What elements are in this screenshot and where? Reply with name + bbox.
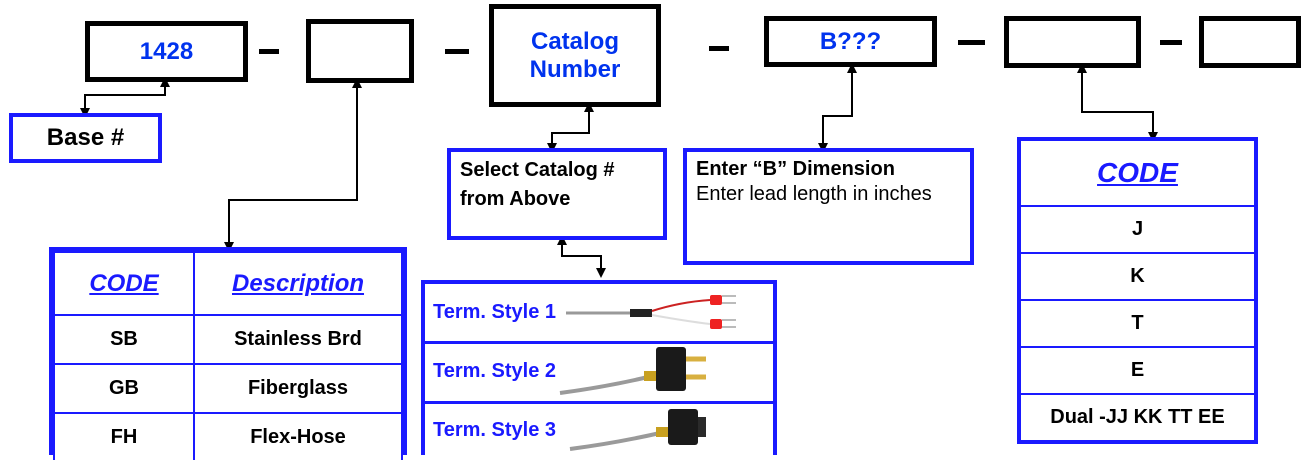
table-row: Dual -JJ KK TT EE (1021, 393, 1254, 440)
last-code-box (1199, 16, 1301, 68)
b-connector (818, 63, 857, 153)
term-style-label: Term. Style 2 (433, 359, 557, 382)
sheath-description-cell: Flex-Hose (193, 412, 403, 460)
code-box (1004, 16, 1141, 68)
separator-dash (958, 40, 985, 45)
sheath-code-box (306, 19, 414, 83)
miniature-plug-image (569, 409, 707, 451)
sheath-table-box: CODE Description SB Stainless Brd GB Fib… (49, 247, 407, 460)
sheath-code-cell: GB (53, 363, 195, 414)
select-catalog-text: Select Catalog # from Above (460, 159, 615, 210)
sheath-connector (224, 78, 362, 252)
catalog-number-box: Catalog Number (489, 4, 661, 107)
standard-plug-image (559, 347, 707, 395)
code-table-header: CODE (1021, 141, 1254, 207)
sheath-header-description: Description (193, 251, 403, 316)
table-row: E (1021, 346, 1254, 395)
code-connector (1077, 63, 1158, 142)
separator-dash (1160, 40, 1182, 45)
base-number-value: 1428 (139, 37, 194, 65)
enter-b-description: Enter lead length in inches (696, 183, 932, 205)
base-label-box: Base # (9, 113, 162, 163)
table-row: GB Fiberglass (53, 363, 403, 414)
code-table-box: CODE J K T E Dual -JJ KK TT EE (1017, 137, 1258, 444)
list-item: Term. Style 3 (425, 401, 773, 459)
separator-dash (709, 46, 729, 51)
select-term-connector (557, 235, 606, 278)
list-item: Term. Style 1 (425, 284, 773, 344)
table-row: T (1021, 299, 1254, 348)
select-catalog-box: Select Catalog # from Above (447, 148, 667, 240)
table-row: J (1021, 205, 1254, 254)
table-row: K (1021, 252, 1254, 301)
sheath-description-cell: Stainless Brd (193, 314, 403, 365)
sheath-header-code: CODE (53, 251, 195, 316)
sheath-table: CODE Description SB Stainless Brd GB Fib… (53, 251, 403, 460)
sheath-code-cell: FH (53, 412, 195, 460)
code-cell: J (1021, 205, 1254, 254)
wire-leads-image (566, 294, 737, 329)
catalog-number-value: Catalog Number (529, 27, 621, 83)
b-dimension-value: B??? (819, 27, 882, 55)
sheath-code-cell: SB (53, 314, 195, 365)
base-label: Base # (46, 124, 125, 151)
term-style-label: Term. Style 1 (433, 301, 557, 323)
separator-dash (445, 49, 469, 54)
base-connector (80, 77, 170, 118)
termination-styles-box: Term. Style 1 Term. Style 2 Term. Style … (421, 280, 777, 455)
term-style-label: Term. Style 3 (433, 418, 557, 441)
code-table: CODE J K T E Dual -JJ KK TT EE (1021, 141, 1254, 440)
table-row: SB Stainless Brd (53, 314, 403, 365)
code-cell: Dual -JJ KK TT EE (1021, 393, 1254, 440)
b-dimension-box: B??? (764, 16, 937, 67)
code-cell: T (1021, 299, 1254, 348)
list-item: Term. Style 2 (425, 341, 773, 404)
catalog-select-connector (547, 102, 594, 153)
enter-b-title: Enter “B” Dimension (696, 158, 895, 180)
separator-dash (259, 49, 279, 54)
code-cell: K (1021, 252, 1254, 301)
base-number-box: 1428 (85, 21, 248, 82)
sheath-description-cell: Fiberglass (193, 363, 403, 414)
table-row: FH Flex-Hose (53, 412, 403, 460)
code-cell: E (1021, 346, 1254, 395)
enter-b-box: Enter “B” Dimension Enter lead length in… (683, 148, 974, 265)
